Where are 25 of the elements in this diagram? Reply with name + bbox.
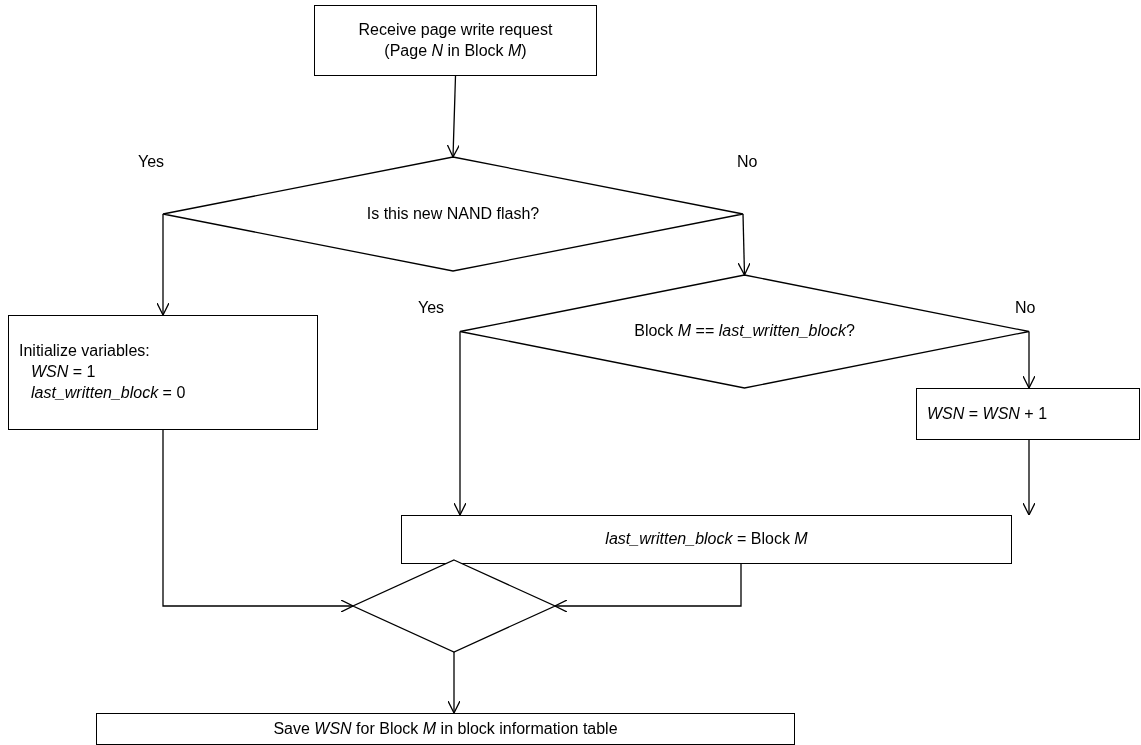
- arrow: [446, 75, 460, 158]
- arrow: [156, 213, 170, 316]
- node-text: (Page N in Block M): [384, 40, 527, 61]
- node-text: last_written_block = Block M: [605, 529, 808, 550]
- arrow: [1022, 330, 1036, 389]
- node-text: Receive page write request: [358, 19, 553, 40]
- arrow: [162, 429, 354, 613]
- arrow: [453, 330, 467, 516]
- arrow: [737, 213, 751, 276]
- node-text: Save WSN for Block M in block information table: [273, 718, 618, 739]
- arrow: [447, 651, 461, 714]
- process-box: [916, 388, 1140, 440]
- process-box: [96, 713, 795, 745]
- process-box: [401, 515, 1012, 564]
- arrow: [554, 563, 742, 613]
- node-text: Block M == last_written_block?: [634, 321, 855, 342]
- node-text: Initialize variables:: [19, 341, 150, 362]
- node-text: last_written_block = 0: [30, 382, 186, 403]
- node-text: Is this new NAND flash?: [366, 203, 540, 224]
- merge-diamond: [353, 560, 555, 652]
- node-text: WSN = WSN + 1: [927, 403, 1048, 424]
- node-text: WSN = 1: [30, 362, 96, 383]
- arrow: [1022, 439, 1036, 516]
- process-box: [314, 5, 597, 76]
- process-box: [8, 315, 318, 430]
